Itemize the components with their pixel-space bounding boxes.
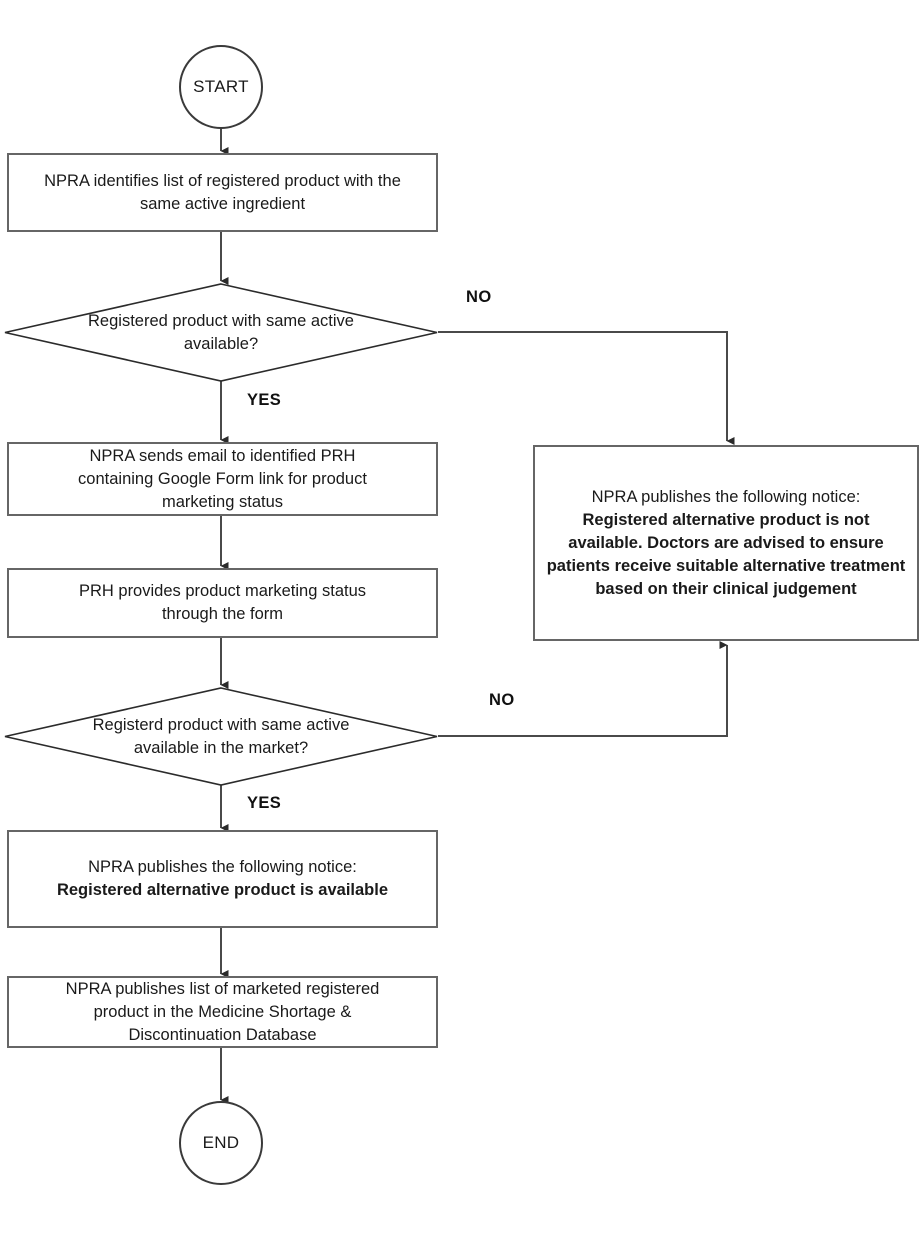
node-identify-products-label: NPRA identifies list of registered produ… [44,170,401,216]
decision-diamond-shape [4,687,438,786]
text-line: Discontinuation Database [128,1025,317,1044]
text-line: Registerd product with same active [92,715,350,734]
text-line-bold: Registered alternative product is not av… [546,510,906,598]
text-line-bold: Registered alternative product is availa… [56,881,389,899]
node-prh-provides-status[interactable]: PRH provides product marketing status th… [7,568,438,638]
node-decision-registered-available-label: Registered product with same active avai… [4,283,438,382]
branch-label-no-2: NO [489,691,515,709]
text-line: PRH provides product marketing status [78,582,367,600]
node-notice-available[interactable]: NPRA publishes the following notice: Reg… [7,830,438,928]
node-start-label: START [193,77,249,96]
edge-decision1-no-to-notice-not-available [438,331,735,445]
branch-label-yes-1: YES [247,391,282,409]
decision-diamond-shape [4,283,438,382]
branch-label-yes-2: YES [247,794,282,812]
node-decision-available-market-label: Registerd product with same active avail… [4,687,438,786]
text-line: NPRA publishes list of marketed register… [65,979,380,998]
text-line: NPRA identifies list of registered produ… [44,171,401,190]
node-publish-list-label: NPRA publishes list of marketed register… [66,978,380,1047]
text-line: NPRA publishes the following notice: [88,858,357,876]
text-line: through the form [161,605,284,623]
node-decision-registered-available[interactable]: Registered product with same active avai… [4,283,438,382]
node-identify-products[interactable]: NPRA identifies list of registered produ… [7,153,438,232]
text-line: NPRA sends email to identified PRH [89,446,356,465]
node-notice-not-available[interactable]: NPRA publishes the following notice: Reg… [533,445,919,641]
node-send-email-label: NPRA sends email to identified PRH conta… [78,445,367,514]
node-start[interactable]: START [179,45,263,129]
node-end[interactable]: END [179,1101,263,1185]
node-end-label: END [202,1133,240,1152]
node-notice-available-label: NPRA publishes the following notice: Reg… [57,856,388,902]
text-line: Registered product with same active [88,311,354,330]
text-line: containing Google Form link for product [78,469,367,488]
node-send-email[interactable]: NPRA sends email to identified PRH conta… [7,442,438,516]
text-line: same active ingredient [139,194,306,213]
node-publish-list[interactable]: NPRA publishes list of marketed register… [7,976,438,1048]
node-prh-provides-status-label: PRH provides product marketing status th… [79,580,366,626]
text-line: available? [183,334,259,353]
text-line: available in the market? [133,738,309,757]
node-decision-available-market[interactable]: Registerd product with same active avail… [4,687,438,786]
edge-decision2-no-to-notice-not-available [438,641,728,737]
text-line: NPRA publishes the following notice: [591,487,861,506]
branch-label-no-1: NO [466,288,492,306]
text-line: marketing status [161,492,284,511]
node-notice-not-available-label: NPRA publishes the following notice: Reg… [545,486,907,601]
text-line: product in the Medicine Shortage & [93,1002,352,1021]
